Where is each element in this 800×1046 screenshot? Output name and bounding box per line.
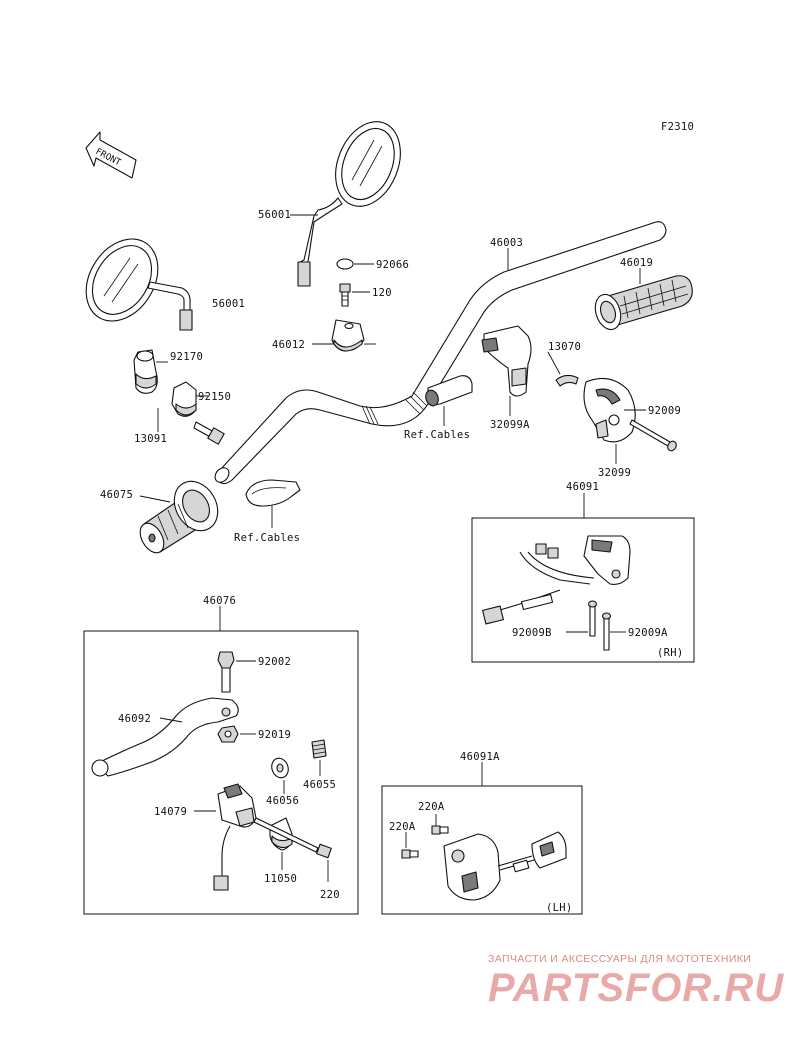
- housing-32099-part: [583, 377, 636, 443]
- label-ref-cables-2: Ref.Cables: [234, 532, 300, 544]
- handlebar-part: [214, 221, 667, 485]
- lh-tag: (LH): [546, 902, 573, 914]
- holder-46012-part: [331, 319, 365, 352]
- watermark-logo[interactable]: PARTSFOR.RU: [488, 966, 785, 1010]
- label-ref-cables-1: Ref.Cables: [404, 429, 470, 441]
- label-clamp-92170: 92170: [170, 351, 203, 363]
- holder-14079-part: [213, 783, 257, 891]
- label-screw-92009a: 92009A: [628, 627, 668, 639]
- switch-lh-part: [443, 831, 567, 901]
- screw-92009b-part: [587, 600, 598, 637]
- label-lever-assy: 46076: [203, 595, 236, 607]
- label-adjuster-46055: 46055: [303, 779, 336, 791]
- label-mirror-left: 56001: [212, 298, 245, 310]
- label-mirror-right: 56001: [258, 209, 291, 221]
- washer-92066-part: [336, 258, 354, 270]
- label-screw-220: 220: [320, 889, 340, 901]
- grip-right-part: [594, 275, 693, 331]
- watermark-tagline: ЗАПЧАСТИ И АКСЕССУАРЫ ДЛЯ МОТОТЕХНИКИ: [488, 953, 752, 965]
- bolt-92002-part: [217, 651, 235, 693]
- label-housing-32099a: 32099A: [490, 419, 530, 431]
- label-screw-220a-2: 220A: [389, 821, 416, 833]
- rh-tag: (RH): [657, 647, 684, 659]
- label-screw-92009: 92009: [648, 405, 681, 417]
- bolt-13091-part: [193, 421, 225, 445]
- label-holder-14079: 14079: [154, 806, 187, 818]
- label-housing-32099: 32099: [598, 467, 631, 479]
- label-switch-lh-assy: 46091A: [460, 751, 500, 763]
- screw-220-part: [253, 817, 332, 859]
- label-handlebar: 46003: [490, 237, 523, 249]
- screw-220a-2-part: [401, 849, 419, 859]
- label-clamp-11050: 11050: [264, 873, 297, 885]
- nut-92019-part: [217, 725, 239, 743]
- cable-sleeve-part: [425, 375, 473, 407]
- label-switch-rh-assy: 46091: [566, 481, 599, 493]
- lever-assy-box: [83, 630, 359, 915]
- figure-code: F2310: [661, 121, 694, 133]
- label-bolt-92002: 92002: [258, 656, 291, 668]
- switch-rh-box: [471, 517, 695, 663]
- mirror-left-part: [85, 238, 193, 331]
- screw-220a-1-part: [431, 825, 449, 835]
- label-spacer-13070: 13070: [548, 341, 581, 353]
- front-arrow-icon: FRONT: [85, 131, 137, 179]
- label-holder-46012: 46012: [272, 339, 305, 351]
- holder-92150-part: [171, 381, 197, 417]
- housing-32099a-part: [481, 325, 532, 397]
- clamp-92170-part: [133, 349, 158, 394]
- grip-left-part: [139, 480, 219, 554]
- label-screw-220a-1: 220A: [418, 801, 445, 813]
- label-plug-13091: 13091: [134, 433, 167, 445]
- mirror-right-part: [297, 121, 401, 287]
- screw-92009-part: [629, 419, 677, 452]
- label-grip-left: 46075: [100, 489, 133, 501]
- cable-boot-part: [245, 479, 301, 507]
- screw-92009a-part: [601, 612, 612, 651]
- label-screw-92009b: 92009B: [512, 627, 552, 639]
- switch-rh-part: [482, 535, 631, 625]
- adjuster-46056-part: [271, 757, 289, 779]
- adjuster-46055-part: [311, 739, 327, 759]
- lever-46092-part: [91, 697, 239, 777]
- bolt-120-part: [339, 283, 351, 307]
- label-bolt-120: 120: [372, 287, 392, 299]
- label-lever-46092: 46092: [118, 713, 151, 725]
- label-washer-92066: 92066: [376, 259, 409, 271]
- label-adjuster-46056: 46056: [266, 795, 299, 807]
- spacer-13070-part: [555, 374, 579, 387]
- label-nut-92019: 92019: [258, 729, 291, 741]
- label-grip-right: 46019: [620, 257, 653, 269]
- label-holder-92150: 92150: [198, 391, 231, 403]
